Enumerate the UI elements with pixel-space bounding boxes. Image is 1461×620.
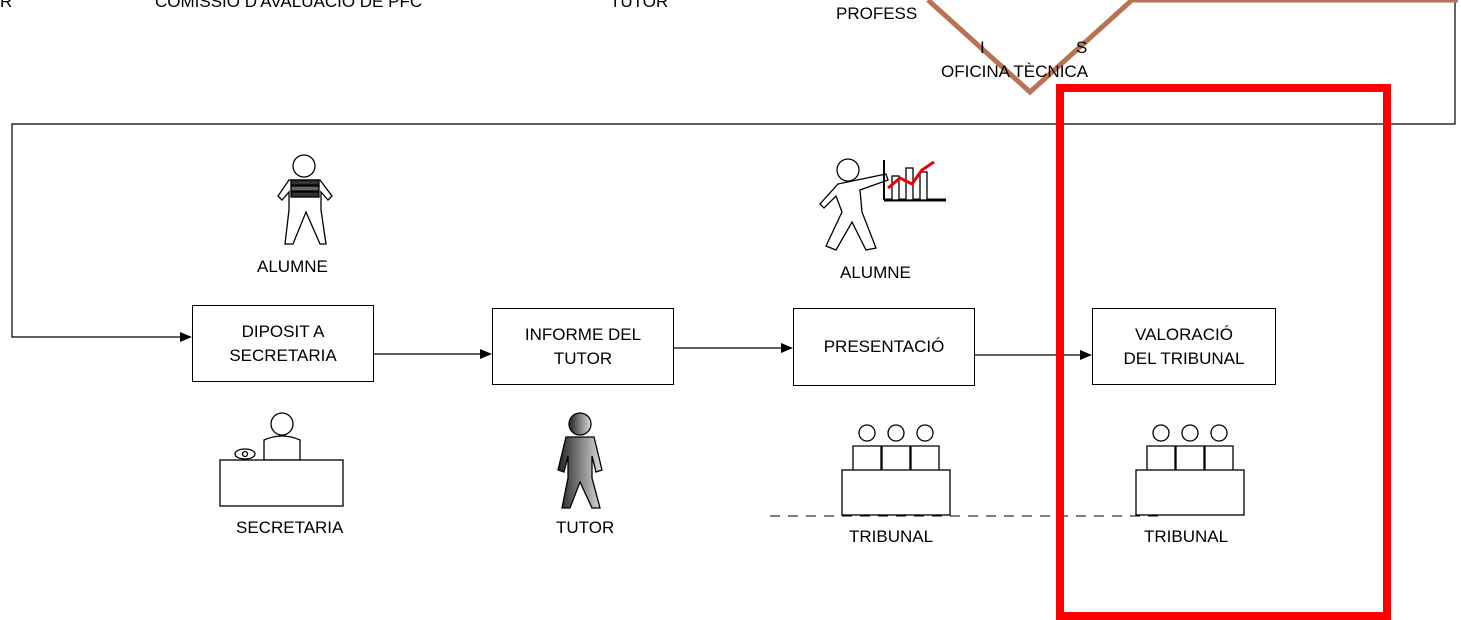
step-label-line2: DEL TRIBUNAL [1123,348,1245,368]
step-box-presentacio: PRESENTACIÓ [793,308,975,386]
oficina-tecnica-label: OFICINA TÈCNICA [941,62,1089,81]
step-label-line2: SECRETARIA [229,345,337,365]
alumne-label-2: ALUMNE [840,263,911,282]
secretaria-label: SECRETARIA [236,518,344,537]
loop-connector [11,0,1456,338]
highlight-frame [1056,84,1391,620]
arrowhead-3 [781,343,793,353]
step-label-line1: DIPOSIT A [241,321,325,341]
secretary-desk-icon [219,412,344,507]
arrowhead-2 [480,349,492,359]
alumne-label-1: ALUMNE [257,257,328,276]
check-mark [926,0,1458,96]
student-presenting-icon [819,158,946,251]
top-column-2-label: COMISSIÓ D'AVALUACIÓ DE PFC [155,0,423,11]
step-box-diposit: DIPOSIT A SECRETARIA [192,305,374,382]
tribunal-label-1: TRIBUNAL [849,527,934,546]
tutor-icon [557,412,603,509]
professor-label: PROFESS [836,4,918,23]
student-with-books-icon [277,154,333,245]
step-label-line2: TUTOR [553,348,613,368]
step-label-line1: VALORACIÓ [1135,324,1233,344]
step-box-valoracio: VALORACIÓ DEL TRIBUNAL [1092,308,1276,385]
step-label-line1: INFORME DEL [524,324,642,344]
tribunal-icon-1 [841,424,951,516]
tutor-label: TUTOR [556,518,615,537]
label-fragment-b: S [1076,38,1088,57]
tribunal-icon-2 [1135,424,1245,516]
tribunal-label-2: TRIBUNAL [1144,527,1229,546]
arrowhead-1 [180,332,192,342]
step-label-line1: PRESENTACIÓ [823,337,945,356]
label-fragment-a: I [980,38,985,57]
arrowhead-4 [1080,350,1092,360]
top-column-3-label: TUTOR [610,0,669,11]
top-column-1-label: R [0,0,13,11]
step-box-informe: INFORME DEL TUTOR [492,308,674,385]
